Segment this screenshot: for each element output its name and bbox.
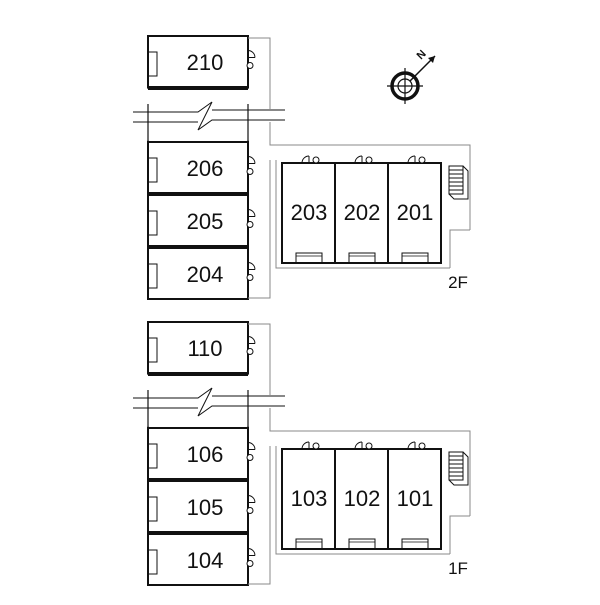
floor-label: 2F [448,273,468,292]
corridor [248,323,471,585]
door-swing-icon [246,208,256,228]
stairs-icon [448,165,469,200]
unit-210: 210 [147,35,256,88]
unit-number: 201 [397,200,434,225]
unit-104: 104 [147,533,256,586]
unit-number: 110 [187,336,222,361]
unit-number: 204 [187,262,224,287]
door-swing-icon [246,49,256,69]
floor-2f: 210 206 205 204 203 202 201 2F [133,35,471,300]
unit-number: 103 [291,486,328,511]
unit-205: 205 [147,194,256,247]
floor-1f: 110 106 105 104 103 102 101 1F [133,321,471,586]
door-swing-icon [246,547,256,567]
unit-201: 201 [387,155,442,264]
unit-110: 110 [147,321,256,374]
unit-number: 106 [187,442,224,467]
break-line-icon [133,88,285,142]
unit-204: 204 [147,247,256,300]
break-line-icon [133,374,285,428]
door-swing-icon [246,494,256,514]
corridor [248,37,471,299]
door-swing-icon [246,261,256,281]
unit-number: 205 [187,209,224,234]
door-swing-icon [354,441,373,450]
unit-number: 102 [344,486,381,511]
door-swing-icon [301,155,320,164]
compass-rose-icon: N [387,48,436,104]
unit-202: 202 [334,155,389,264]
unit-203: 203 [281,155,336,264]
unit-101: 101 [387,441,442,550]
unit-106: 106 [147,427,256,480]
unit-102: 102 [334,441,389,550]
door-swing-icon [407,441,426,450]
door-swing-icon [407,155,426,164]
stairs-icon [448,451,469,486]
unit-number: 210 [187,50,224,75]
unit-number: 104 [187,548,224,573]
unit-105: 105 [147,480,256,533]
door-swing-icon [246,441,256,461]
compass-north-label: N [415,48,429,62]
unit-number: 206 [187,156,224,181]
door-swing-icon [301,441,320,450]
unit-number: 101 [397,486,434,511]
unit-103: 103 [281,441,336,550]
door-swing-icon [246,335,256,355]
unit-number: 203 [291,200,328,225]
unit-number: 105 [187,495,224,520]
unit-number: 202 [344,200,381,225]
door-swing-icon [246,155,256,175]
door-swing-icon [354,155,373,164]
unit-206: 206 [147,141,256,194]
floor-label: 1F [448,559,468,578]
